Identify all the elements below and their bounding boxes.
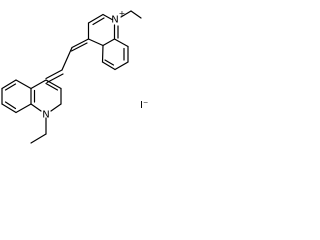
upper-nitrogen-symbol: N bbox=[111, 15, 118, 26]
upper-quinolinium-ring bbox=[87, 13, 129, 71]
upper-nitrogen-charge: + bbox=[119, 9, 126, 18]
methine-bridge bbox=[45, 38, 90, 84]
lower-ethyl-group bbox=[30, 117, 47, 144]
lower-nitrogen-symbol: N bbox=[42, 110, 49, 121]
upper-ethyl-group bbox=[120, 10, 142, 19]
lower-quinoline-ring bbox=[1, 79, 62, 114]
chemical-structure: N + N I⁻ bbox=[1, 9, 148, 144]
lower-nitrogen-label: N bbox=[42, 110, 49, 121]
upper-nitrogen-label: N + bbox=[111, 9, 125, 26]
iodide-counter-ion: I⁻ bbox=[140, 100, 148, 111]
